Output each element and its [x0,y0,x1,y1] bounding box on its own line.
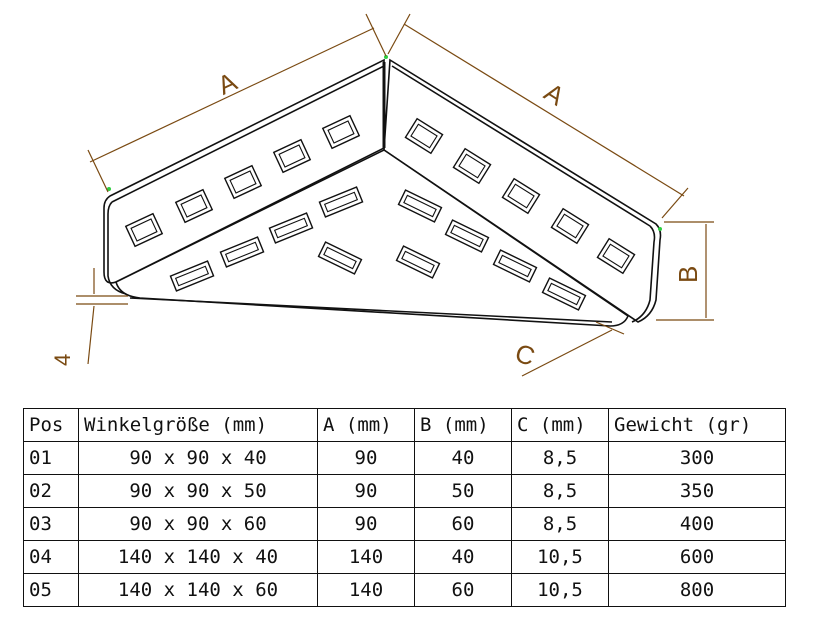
table-row: 05 140 x 140 x 60 140 60 10,5 800 [23,573,786,607]
slot [452,147,492,185]
slot [541,277,587,311]
table-row: 03 90 x 90 x 60 90 60 8,5 400 [23,507,786,541]
cell-a: 140 [317,540,415,574]
base-front-edge [129,297,613,323]
cell-c: 8,5 [511,507,609,541]
slot [223,164,263,200]
table-row: 02 90 x 90 x 50 90 50 8,5 350 [23,474,786,508]
slot [219,236,265,268]
cell-b: 60 [414,507,512,541]
header-cell: Pos [23,408,79,442]
slot [268,212,314,244]
cell-weight: 350 [608,474,786,508]
right-wall-front-edge [631,225,656,323]
dim-a-left-label: A [213,66,242,101]
cell-c: 10,5 [511,540,609,574]
cell-weight: 600 [608,540,786,574]
cell-a: 90 [317,507,415,541]
corner-marker [384,55,388,59]
corner-bracket-drawing: A A B C 4 [50,13,714,377]
cell-pos: 03 [23,507,79,541]
slot [404,117,444,155]
slot [124,212,164,248]
header-cell: Winkelgröße (mm) [78,408,318,442]
base-plate [115,149,629,327]
corner-marker [107,187,111,191]
slot-pattern [124,114,636,311]
cell-size: 140 x 140 x 40 [78,540,318,574]
cell-size: 140 x 140 x 60 [78,573,318,607]
dim-c-label: C [512,338,539,372]
dimension-table: Pos Winkelgröße (mm) A (mm) B (mm) C (mm… [23,408,786,607]
cell-weight: 800 [608,573,786,607]
header-cell: B (mm) [414,408,512,442]
right-wall-top-edge [391,65,651,227]
cell-a: 140 [317,573,415,607]
slot [317,241,363,275]
table-row: 01 90 x 90 x 40 90 40 8,5 300 [23,441,786,475]
cell-c: 8,5 [511,441,609,475]
dim-thickness-label: 4 [50,354,75,366]
cell-pos: 01 [23,441,79,475]
dimension-thickness: 4 [50,268,128,366]
cell-weight: 300 [608,441,786,475]
cell-c: 10,5 [511,573,609,607]
cell-a: 90 [317,474,415,508]
header-cell: C (mm) [511,408,609,442]
table-header-row: Pos Winkelgröße (mm) A (mm) B (mm) C (mm… [23,408,786,442]
cell-size: 90 x 90 x 60 [78,507,318,541]
slot [501,177,541,215]
left-wall-front-edge [107,201,127,295]
cell-b: 40 [414,441,512,475]
table-row: 04 140 x 140 x 40 140 40 10,5 600 [23,540,786,574]
cell-c: 8,5 [511,474,609,508]
dim-a-right-label: A [539,77,570,112]
slot [174,188,214,224]
slot [318,186,364,218]
slot [321,114,361,150]
cell-pos: 04 [23,540,79,574]
cell-b: 50 [414,474,512,508]
cell-b: 60 [414,573,512,607]
slot [550,207,590,245]
slot [272,138,312,174]
dim-b-label: B [673,266,703,283]
cell-b: 40 [414,540,512,574]
slot [169,260,215,292]
left-wall-top-edge [111,65,385,203]
slot [596,237,636,275]
slot [395,245,441,279]
slot [397,189,443,223]
dimension-c: C [512,321,625,377]
header-cell: Gewicht (gr) [608,408,786,442]
cell-size: 90 x 90 x 40 [78,441,318,475]
dimension-b: B [656,221,714,321]
cell-weight: 400 [608,507,786,541]
cell-pos: 02 [23,474,79,508]
slot [492,249,538,283]
cell-pos: 05 [23,573,79,607]
header-cell: A (mm) [317,408,415,442]
cell-a: 90 [317,441,415,475]
corner-marker [658,227,662,231]
slot [444,219,490,253]
cell-size: 90 x 90 x 50 [78,474,318,508]
